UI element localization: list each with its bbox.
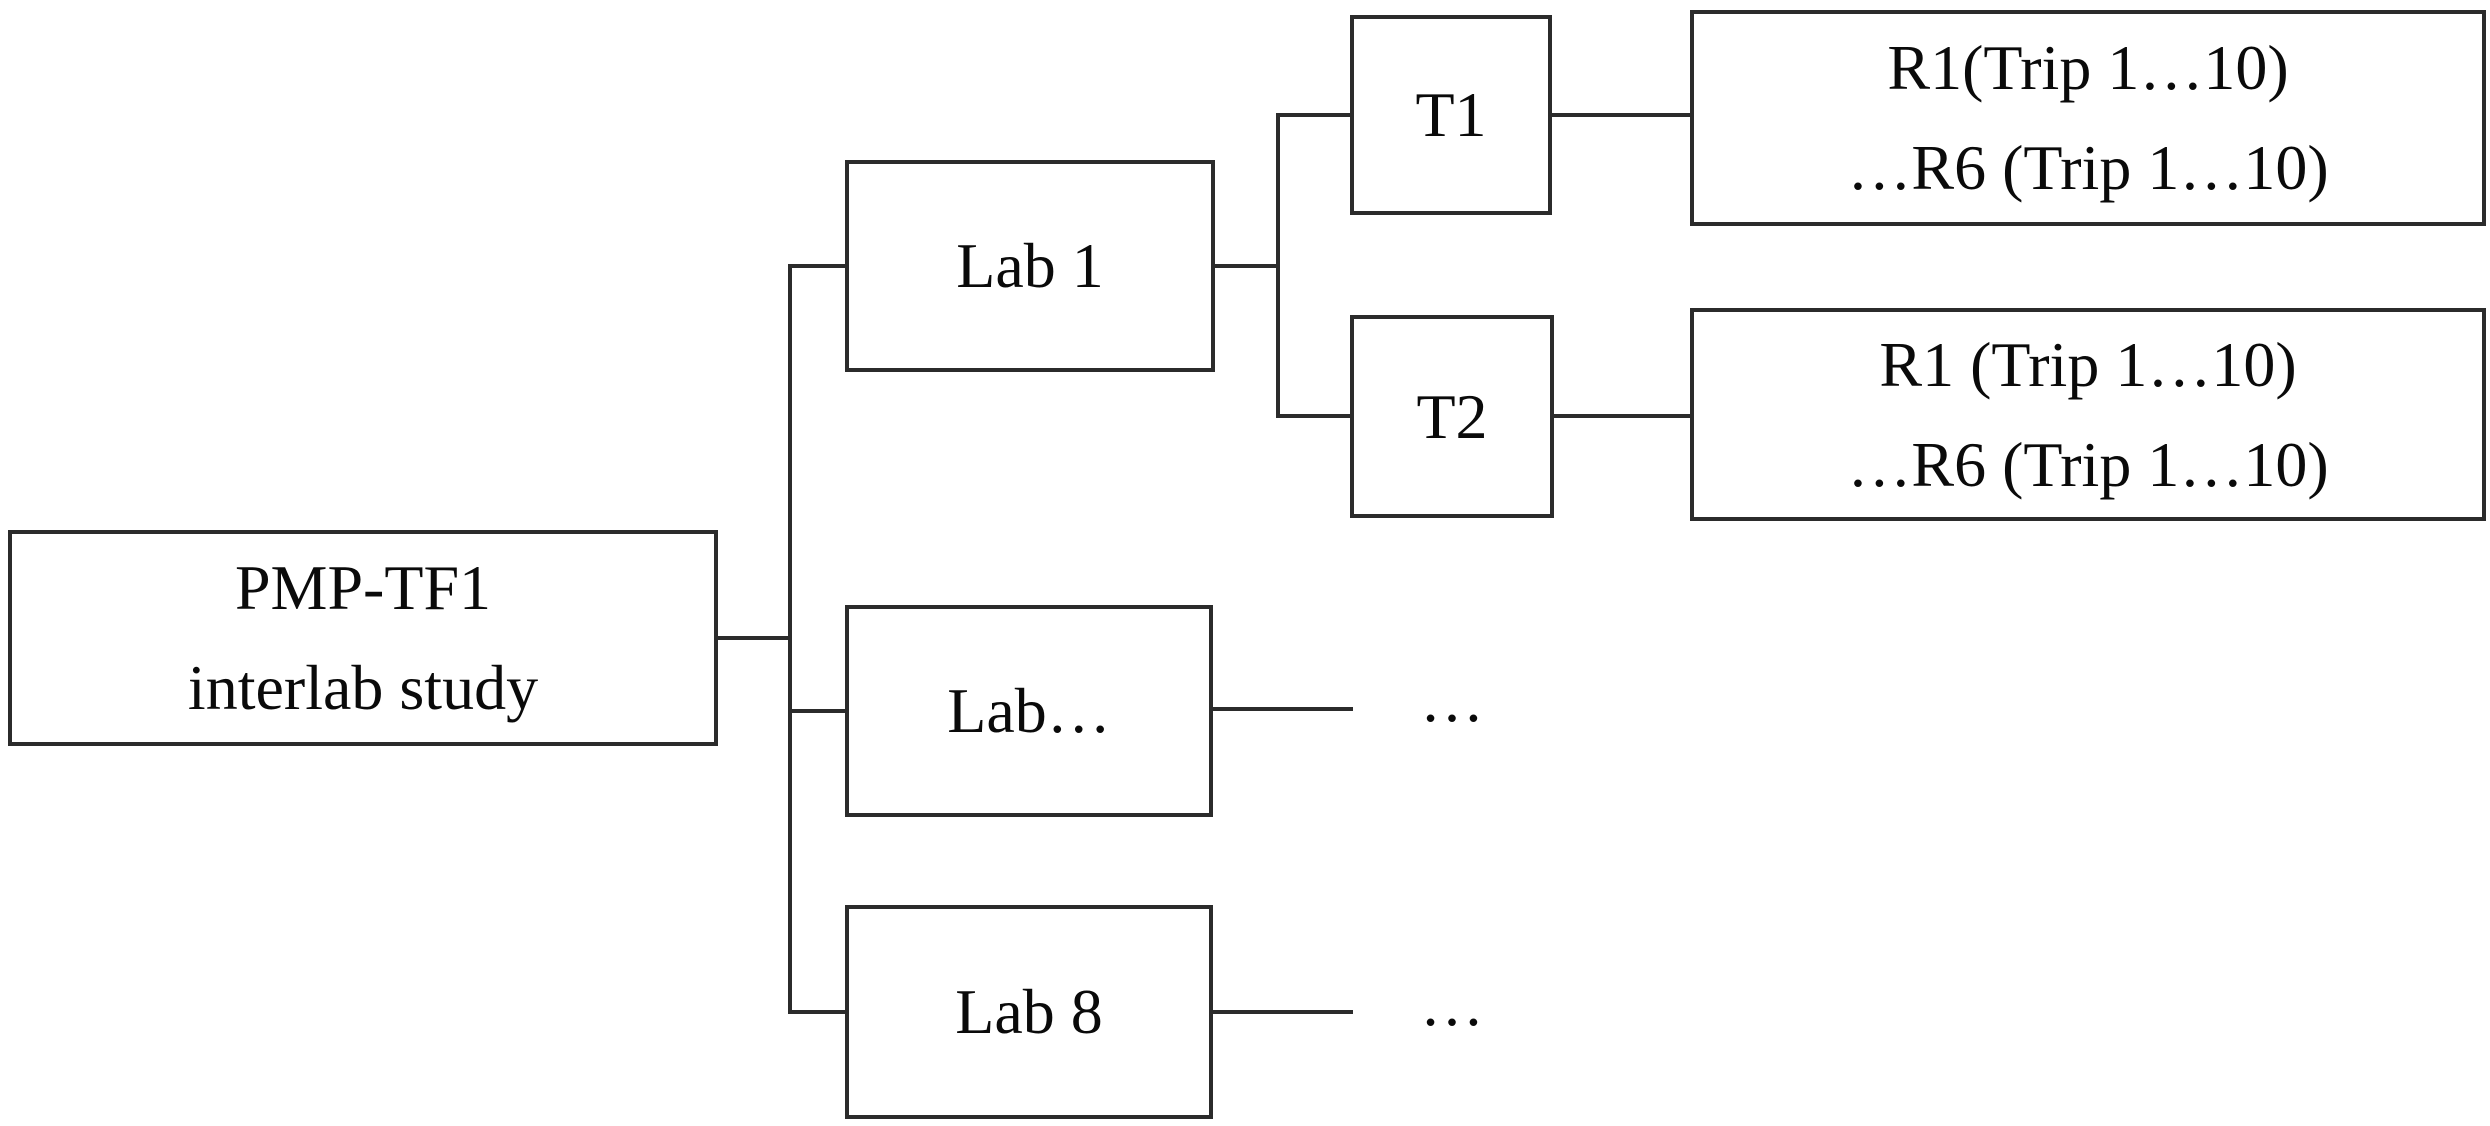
t1-replicates-line2: …R6 (Trip 1…10) bbox=[1847, 132, 2329, 203]
t2-replicates-line1: R1 (Trip 1…10) bbox=[1879, 328, 2297, 400]
connector-trunk-to-lab-ellipsis bbox=[790, 709, 845, 713]
connector-test-branch-line bbox=[1276, 113, 1280, 418]
connector-trunk-to-lab1 bbox=[790, 264, 845, 268]
lab1-node-box: Lab 1 bbox=[845, 160, 1215, 372]
connector-trunk-to-lab8 bbox=[790, 1010, 845, 1014]
connector-lab-ellipsis-right bbox=[1211, 707, 1353, 711]
lab-ellipsis-node-box: Lab… bbox=[845, 605, 1213, 817]
bottom-row-ellipsis: … bbox=[1420, 968, 1486, 1039]
t2-replicates-line2: …R6 (Trip 1…10) bbox=[1847, 428, 2329, 500]
connector-root-to-trunk bbox=[716, 636, 790, 640]
lab-ellipsis-node-label: Lab… bbox=[947, 675, 1111, 746]
t2-node-box: T2 bbox=[1350, 315, 1554, 518]
t1-node-box: T1 bbox=[1350, 15, 1552, 215]
connector-branch-to-t2 bbox=[1278, 414, 1350, 418]
t2-node-label: T2 bbox=[1416, 380, 1488, 452]
t1-replicates-node-box: R1(Trip 1…10) …R6 (Trip 1…10) bbox=[1690, 10, 2486, 226]
connector-branch-to-t1 bbox=[1278, 113, 1350, 117]
connector-lab8-right bbox=[1211, 1010, 1353, 1014]
lab1-node-label: Lab 1 bbox=[956, 230, 1104, 301]
root-node-box: PMP-TF1 interlab study bbox=[8, 530, 718, 746]
t2-replicates-node-box: R1 (Trip 1…10) …R6 (Trip 1…10) bbox=[1690, 308, 2486, 521]
mid-row-ellipsis: … bbox=[1420, 664, 1486, 735]
connector-lab1-to-test-branch bbox=[1213, 264, 1278, 268]
lab8-node-box: Lab 8 bbox=[845, 905, 1213, 1119]
root-node-title: PMP-TF1 bbox=[234, 552, 492, 623]
connector-t2-to-replicates bbox=[1552, 414, 1690, 418]
connector-lab-trunk-line bbox=[788, 264, 792, 1014]
t1-node-label: T1 bbox=[1415, 79, 1487, 150]
lab8-node-label: Lab 8 bbox=[955, 976, 1103, 1047]
connector-t1-to-replicates bbox=[1550, 113, 1690, 117]
t1-replicates-line1: R1(Trip 1…10) bbox=[1887, 32, 2289, 103]
root-node-subtitle: interlab study bbox=[187, 652, 539, 723]
